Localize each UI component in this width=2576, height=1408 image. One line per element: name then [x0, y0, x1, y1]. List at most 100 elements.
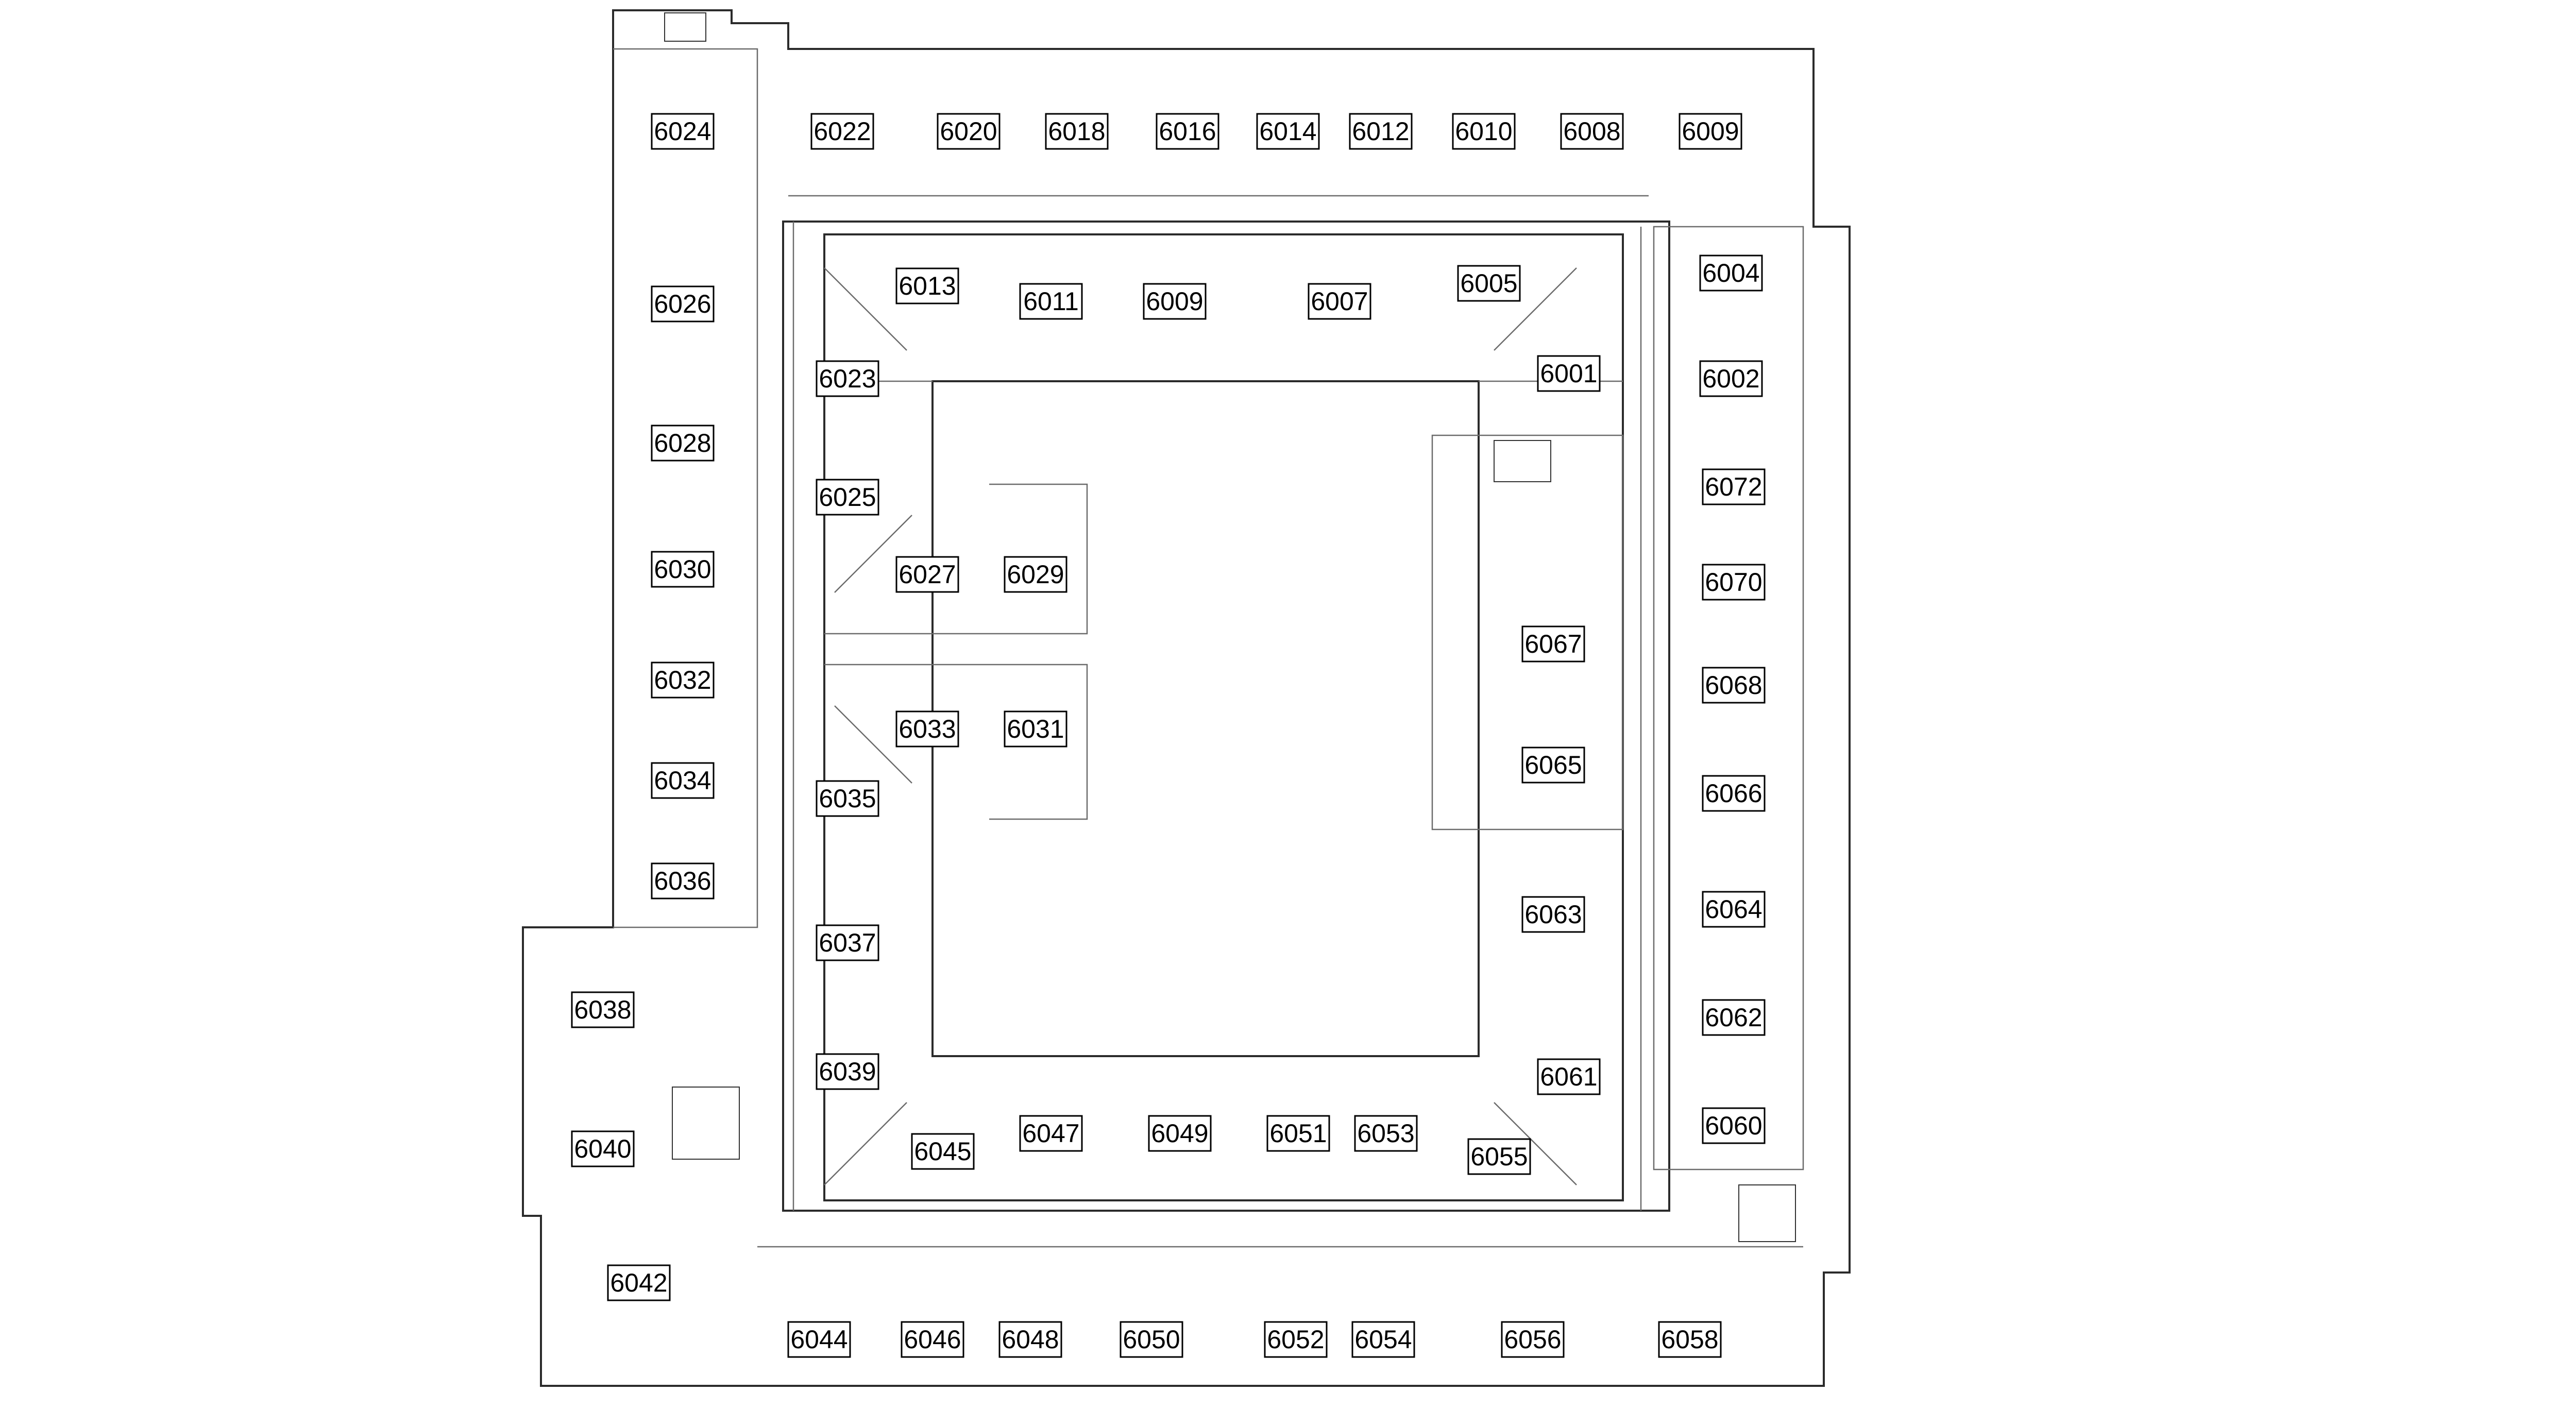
room-label-6042: 6042: [607, 1264, 671, 1301]
room-label-6014: 6014: [1256, 113, 1320, 150]
room-label-box: [571, 1130, 635, 1167]
room-number: 6022: [814, 117, 871, 146]
room-number: 6029: [1007, 560, 1064, 589]
room-number: 6038: [574, 995, 631, 1024]
room-label-6067: 6067: [1521, 625, 1585, 663]
room-label-box: [810, 113, 874, 150]
room-label-6032: 6032: [651, 661, 715, 699]
room-label-box: [1537, 1058, 1601, 1095]
room-label-6047: 6047: [1019, 1115, 1083, 1152]
room-label-6023: 6023: [816, 360, 879, 397]
room-number: 6012: [1352, 117, 1409, 146]
room-number: 6054: [1354, 1325, 1412, 1354]
room-number: 6068: [1705, 671, 1762, 700]
room-number: 6062: [1705, 1003, 1762, 1032]
room-label-6018: 6018: [1045, 113, 1109, 150]
room-label-box: [651, 762, 715, 799]
room-label-6049: 6049: [1148, 1115, 1212, 1152]
room-label-box: [1537, 355, 1601, 392]
room-number: 6001: [1540, 359, 1597, 388]
room-number: 6032: [654, 666, 711, 694]
room-number: 6070: [1705, 568, 1762, 597]
room-label-box: [1521, 747, 1585, 784]
room-number: 6044: [790, 1325, 848, 1354]
room-label-box: [1156, 113, 1219, 150]
room-label-box: [1679, 113, 1742, 150]
room-number: 6040: [574, 1134, 631, 1163]
room-label-6044: 6044: [787, 1321, 851, 1358]
room-number: 6007: [1311, 287, 1368, 316]
room-label-6027: 6027: [895, 556, 959, 593]
room-label-box: [816, 1053, 879, 1090]
room-label-box: [1702, 891, 1766, 928]
room-number: 6031: [1007, 715, 1064, 743]
room-number: 6045: [914, 1137, 971, 1166]
room-number: 6009: [1682, 117, 1739, 146]
room-number: 6061: [1540, 1062, 1597, 1091]
room-number: 6063: [1524, 900, 1582, 929]
room-label-6033: 6033: [895, 710, 959, 748]
room-label-6026: 6026: [651, 285, 715, 323]
room-number: 6060: [1705, 1111, 1762, 1140]
room-label-6054: 6054: [1351, 1321, 1415, 1358]
room-label-box: [1308, 283, 1371, 320]
room-label-box: [1349, 113, 1413, 150]
room-number: 6014: [1259, 117, 1316, 146]
room-label-6039: 6039: [816, 1053, 879, 1090]
room-label-6053: 6053: [1354, 1115, 1418, 1152]
room-label-box: [651, 862, 715, 900]
room-label-box: [816, 479, 879, 516]
room-label-6030: 6030: [651, 551, 715, 588]
room-label-box: [1560, 113, 1624, 150]
room-label-6016: 6016: [1156, 113, 1219, 150]
room-number: 6039: [819, 1057, 876, 1086]
room-number: 6018: [1048, 117, 1105, 146]
room-number: 6058: [1661, 1325, 1718, 1354]
room-number: 6053: [1357, 1119, 1414, 1148]
room-label-box: [1120, 1321, 1183, 1358]
room-label-box: [1702, 667, 1766, 704]
room-label-6011: 6011: [1019, 283, 1083, 320]
room-label-6034: 6034: [651, 762, 715, 799]
room-label-box: [1019, 1115, 1083, 1152]
room-number: 6025: [819, 483, 876, 512]
room-label-box: [1457, 265, 1521, 302]
room-number: 6052: [1267, 1325, 1324, 1354]
room-label-box: [651, 113, 715, 150]
room-label-6063: 6063: [1521, 896, 1585, 933]
room-number: 6011: [1023, 287, 1079, 316]
room-number: 6005: [1460, 269, 1517, 298]
room-label-box: [1256, 113, 1320, 150]
room-label-6068: 6068: [1702, 667, 1766, 704]
room-label-6070: 6070: [1702, 564, 1766, 601]
room-label-box: [1521, 625, 1585, 663]
room-label-6001: 6001: [1537, 355, 1601, 392]
room-label-box: [651, 661, 715, 699]
room-label-6045: 6045: [911, 1133, 975, 1170]
room-label-box: [816, 780, 879, 817]
room-number: 6047: [1022, 1119, 1079, 1148]
room-label-6072: 6072: [1702, 468, 1766, 505]
room-label-box: [1019, 283, 1083, 320]
room-number: 6056: [1504, 1325, 1561, 1354]
room-label-box: [1699, 360, 1763, 397]
room-number: 6013: [899, 272, 956, 300]
room-number: 6051: [1269, 1119, 1327, 1148]
room-label-box: [1264, 1321, 1328, 1358]
room-label-6065: 6065: [1521, 747, 1585, 784]
room-label-6010: 6010: [1452, 113, 1516, 150]
room-label-box: [937, 113, 1001, 150]
room-number: 6023: [819, 364, 876, 393]
room-label-box: [1702, 775, 1766, 812]
room-number: 6026: [654, 290, 711, 318]
room-number: 6008: [1563, 117, 1620, 146]
room-label-6013: 6013: [895, 267, 959, 304]
room-number: 6066: [1705, 779, 1762, 808]
room-label-6028: 6028: [651, 425, 715, 462]
room-number: 6065: [1524, 751, 1582, 779]
room-number: 6048: [1002, 1325, 1059, 1354]
room-label-6036: 6036: [651, 862, 715, 900]
room-number: 6030: [654, 555, 711, 584]
room-label-6048: 6048: [998, 1321, 1062, 1358]
